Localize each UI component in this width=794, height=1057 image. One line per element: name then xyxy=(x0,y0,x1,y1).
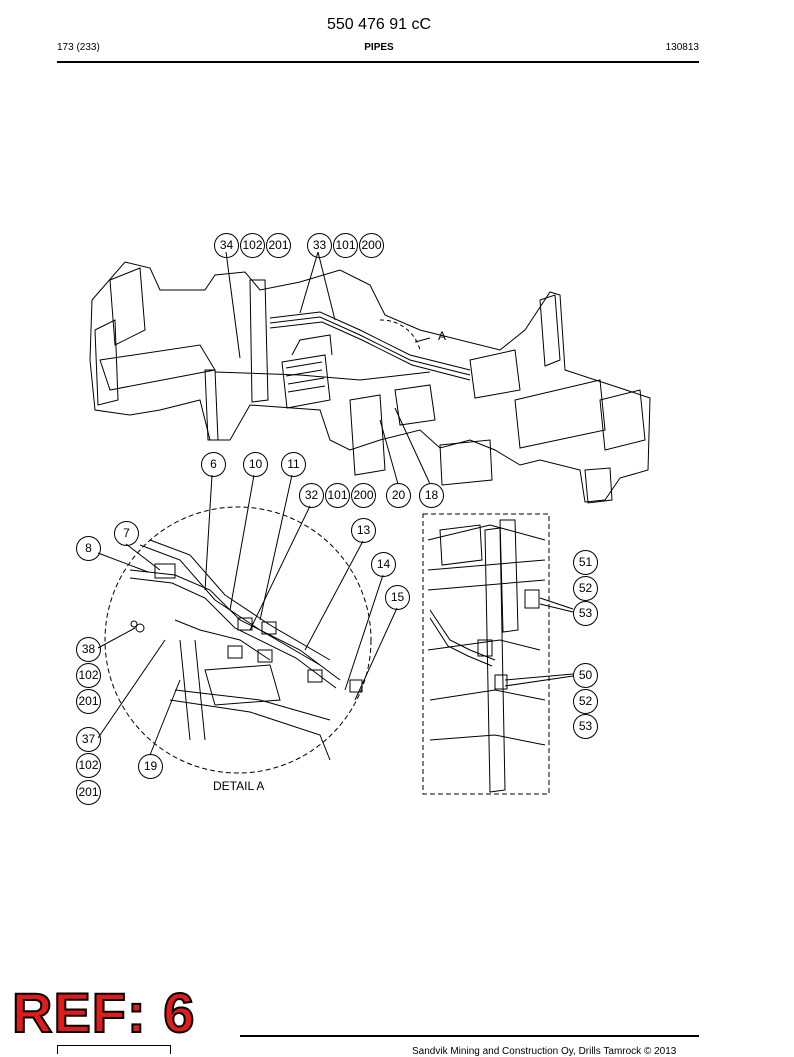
header-rule xyxy=(57,61,699,63)
callout-6: 6 xyxy=(201,452,226,477)
section-title: PIPES xyxy=(364,42,394,53)
callout-38: 38 xyxy=(76,637,101,662)
ref-stamp: REF: 6 xyxy=(11,981,196,1044)
ref-underbar xyxy=(57,1045,171,1054)
callout-37: 37 xyxy=(76,727,101,752)
document-number: 550 476 91 cC xyxy=(326,16,432,33)
callout-34: 34 xyxy=(214,233,239,258)
callout-53: 53 xyxy=(573,714,598,739)
callout-200: 200 xyxy=(359,233,384,258)
callout-18: 18 xyxy=(419,483,444,508)
callout-19: 19 xyxy=(138,754,163,779)
callout-14: 14 xyxy=(371,552,396,577)
footer-copyright: Sandvik Mining and Construction Oy, Dril… xyxy=(412,1046,677,1057)
callout-201: 201 xyxy=(76,689,101,714)
callout-52: 52 xyxy=(573,576,598,601)
callout-101: 101 xyxy=(333,233,358,258)
callout-101: 101 xyxy=(325,483,350,508)
footer-rule xyxy=(240,1035,699,1037)
callout-102: 102 xyxy=(76,663,101,688)
callout-200: 200 xyxy=(351,483,376,508)
page-counter: 173 (233) xyxy=(57,42,100,53)
callout-33: 33 xyxy=(307,233,332,258)
callout-51: 51 xyxy=(573,550,598,575)
callout-10: 10 xyxy=(243,452,268,477)
callout-20: 20 xyxy=(386,483,411,508)
detail-marker: A xyxy=(438,329,447,343)
callout-53: 53 xyxy=(573,601,598,626)
callout-13: 13 xyxy=(351,518,376,543)
callout-201: 201 xyxy=(76,780,101,805)
callout-102: 102 xyxy=(76,753,101,778)
callout-201: 201 xyxy=(266,233,291,258)
callout-50: 50 xyxy=(573,663,598,688)
callout-11: 11 xyxy=(281,452,306,477)
detail-caption: DETAIL A xyxy=(213,779,265,793)
callout-15: 15 xyxy=(385,585,410,610)
callout-102: 102 xyxy=(240,233,265,258)
callout-52: 52 xyxy=(573,689,598,714)
callout-8: 8 xyxy=(76,536,101,561)
date-code: 130813 xyxy=(665,42,699,53)
callout-32: 32 xyxy=(299,483,324,508)
callout-7: 7 xyxy=(114,521,139,546)
